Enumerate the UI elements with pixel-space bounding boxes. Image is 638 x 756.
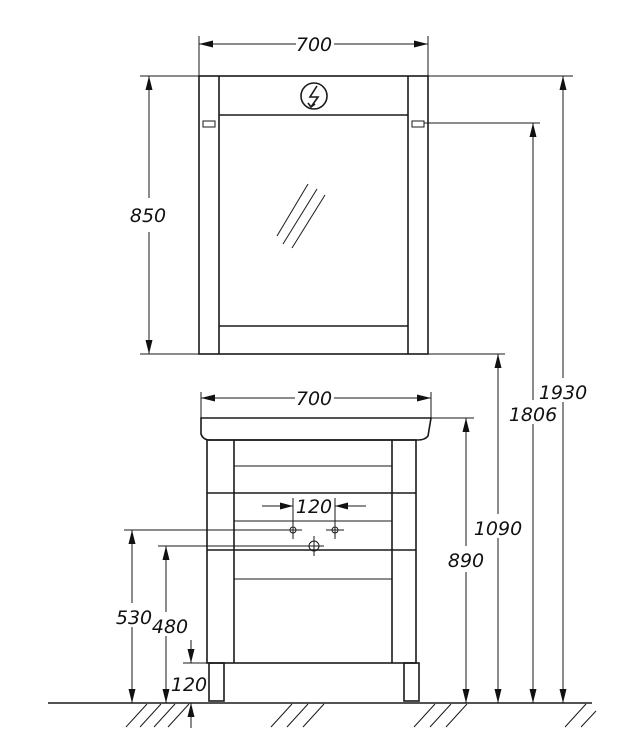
total-height-label: 1930 [539,382,587,404]
cabinet-height-label: 890 [448,550,484,572]
mirror-outer-frame [198,75,429,355]
dimension-drain-height: 480 [152,545,314,703]
electric-outlet-icon [300,82,328,110]
supply-height-label: 530 [116,607,152,629]
dimension-mirror-bottom-height: 1090 [428,353,522,703]
dimension-light-height: 1806 [424,122,557,703]
light-height-label: 1806 [509,404,557,426]
mirror-height-label: 850 [130,205,166,227]
dimension-mirror-height: 850 [130,75,199,355]
dimension-cabinet-width: 700 [200,388,432,418]
cabinet-width-label: 700 [296,388,332,410]
dimension-mirror-width: 700 [198,34,429,76]
cabinet-body [206,439,417,664]
basin-top [200,417,432,441]
dimension-tap-spacing: 120 [262,496,366,521]
legs-height-label: 120 [171,674,207,696]
vanity-unit [200,417,432,702]
right-lamp [411,120,425,128]
drain-height-label: 480 [152,616,188,638]
left-leg [208,662,225,702]
dimension-supply-height: 530 [116,529,293,703]
mirror-unit [198,75,429,355]
mirror-glare-icon [276,183,326,249]
dimension-total-height: 1930 [428,75,587,703]
mirror-bottom-height-label: 1090 [474,518,522,540]
dimension-legs-height: 120 [171,640,209,728]
mirror-width-label: 700 [296,34,332,56]
right-leg [403,662,420,702]
left-lamp [202,120,216,128]
tap-spacing-label: 120 [296,496,332,518]
floor-hatch-icon [48,702,597,728]
dimension-cabinet-height: 890 [431,417,484,703]
